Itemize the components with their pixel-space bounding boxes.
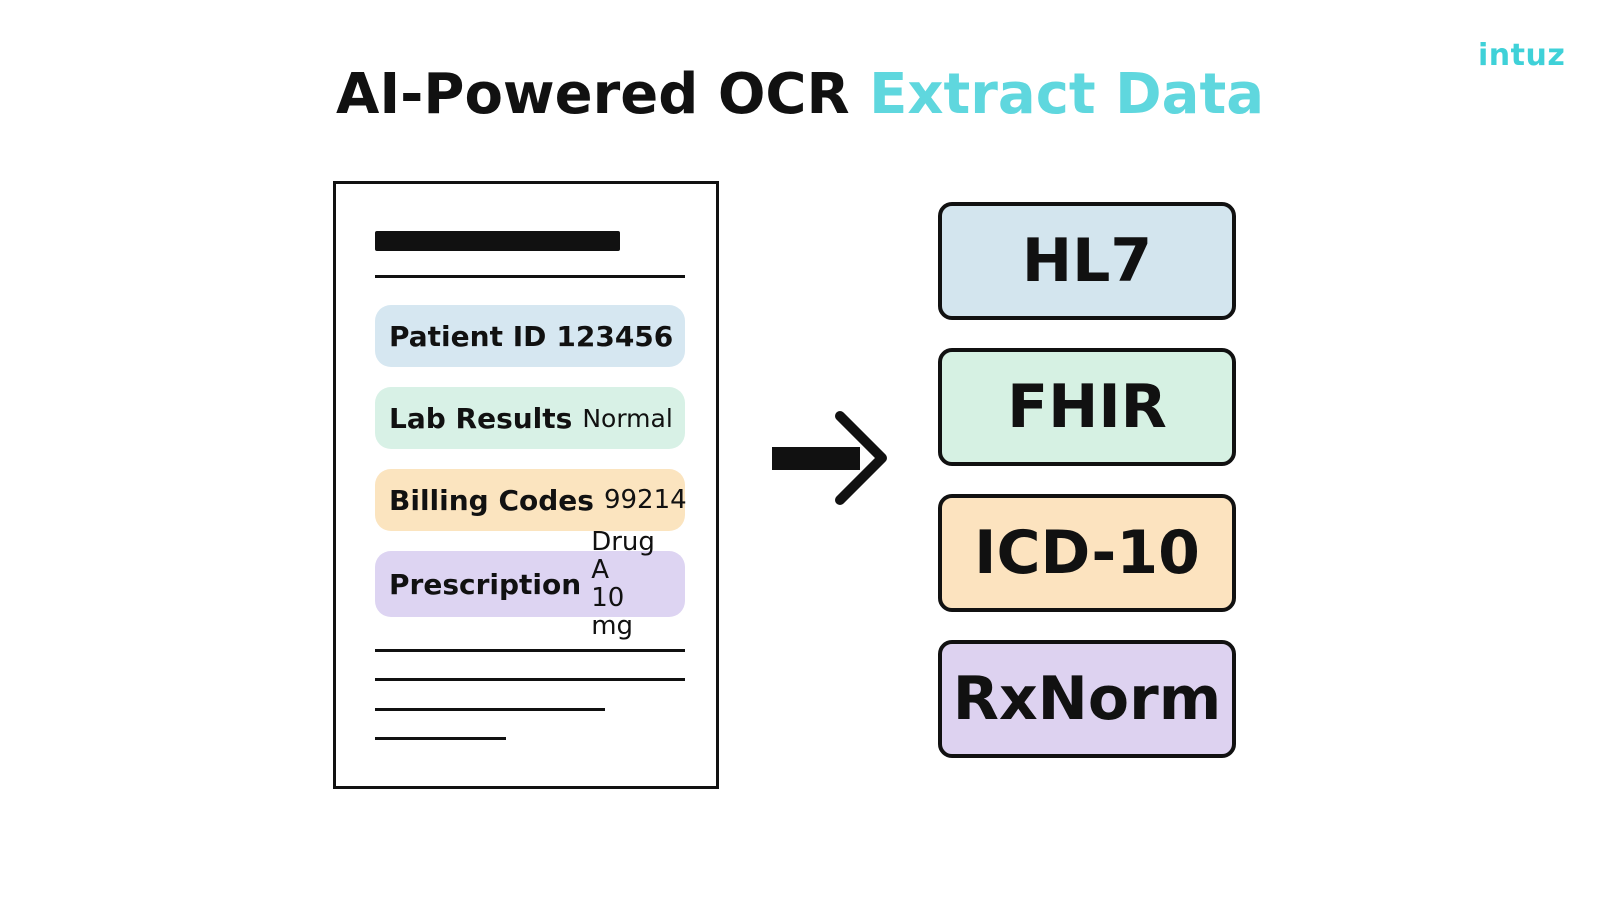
title-part-accent: Extract Data	[869, 62, 1264, 127]
standard-hl7: HL7	[938, 202, 1236, 320]
intuz-logo: intuz	[1478, 38, 1566, 73]
document-text-line	[375, 678, 685, 681]
page-title: AI-Powered OCR Extract Data	[0, 60, 1600, 130]
field-patient-id: Patient ID 123456	[375, 305, 685, 367]
standard-fhir: FHIR	[938, 348, 1236, 466]
document-text-line	[375, 737, 506, 740]
document-divider	[375, 275, 685, 278]
field-label: Patient ID	[389, 319, 547, 353]
field-value-line: Drug A	[591, 527, 655, 585]
field-value: 123456	[556, 319, 674, 353]
document-text-line	[375, 649, 685, 652]
standard-icd-10: ICD-10	[938, 494, 1236, 612]
field-value: 99214	[603, 485, 687, 515]
title-part-main: AI-Powered OCR	[336, 62, 850, 127]
arrow-right-icon	[772, 411, 887, 505]
document-illustration: Patient ID 123456 Lab Results Normal Bil…	[333, 181, 719, 789]
field-billing-codes: Billing Codes 99214	[375, 469, 687, 531]
field-value-line: 10 mg	[591, 583, 634, 641]
field-value: Drug A 10 mg	[591, 528, 671, 640]
field-label: Prescription	[389, 567, 582, 601]
field-lab-results: Lab Results Normal	[375, 387, 685, 449]
field-prescription: Prescription Drug A 10 mg	[375, 528, 685, 640]
standard-rxnorm: RxNorm	[938, 640, 1236, 758]
field-value: Normal	[582, 403, 673, 433]
field-label: Lab Results	[389, 401, 573, 435]
document-header-bar	[375, 231, 620, 251]
field-label: Billing Codes	[389, 483, 594, 517]
document-text-line	[375, 708, 605, 711]
